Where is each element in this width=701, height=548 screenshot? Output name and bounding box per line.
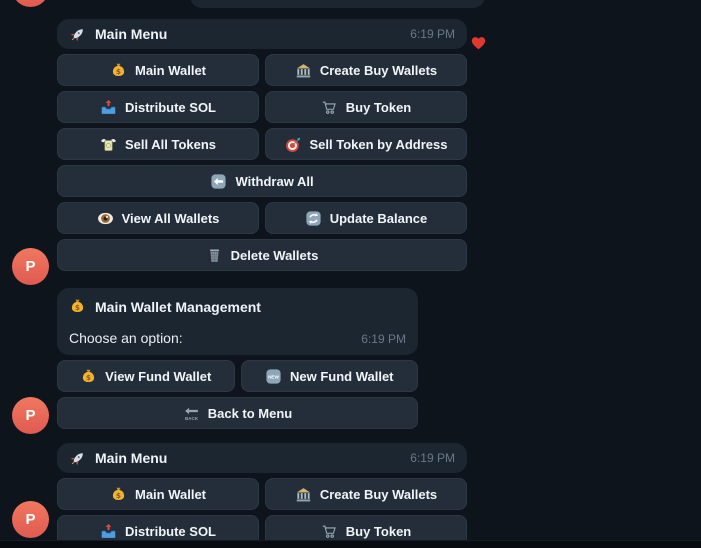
view-fund-wallet-button[interactable]: View Fund Wallet <box>57 360 235 392</box>
button-label: Update Balance <box>329 210 428 226</box>
message-title: Main Menu <box>95 450 168 466</box>
create-buy-wallets-button[interactable]: Create Buy Wallets <box>265 54 467 86</box>
button-label: Buy Token <box>345 523 412 539</box>
inline-keyboard: Main Wallet Create Buy Wallets Distribut… <box>57 478 467 547</box>
button-label: Create Buy Wallets <box>319 486 438 502</box>
message-main-menu-2: Main Menu 6:19 PM Main Wallet Create Buy… <box>57 443 467 547</box>
red-heart-icon[interactable] <box>470 35 487 51</box>
avatar-letter: P <box>25 407 36 424</box>
new-badge-icon <box>265 368 282 385</box>
outbox-tray-icon <box>100 99 117 116</box>
button-label: Distribute SOL <box>124 99 216 115</box>
avatar[interactable]: P <box>12 501 49 538</box>
inline-keyboard: View Fund Wallet New Fund Wallet Back to… <box>57 360 418 429</box>
avatar[interactable]: P <box>12 248 49 285</box>
main-wallet-button[interactable]: Main Wallet <box>57 54 259 86</box>
shopping-cart-icon <box>321 99 338 116</box>
avatar[interactable]: P <box>12 0 49 7</box>
money-bag-icon <box>110 486 127 503</box>
rocket-icon <box>69 26 86 43</box>
inline-keyboard: Main Wallet Create Buy Wallets Distribut… <box>57 54 467 271</box>
message-title: Main Wallet Management <box>95 298 261 315</box>
distribute-sol-button[interactable]: Distribute SOL <box>57 91 259 123</box>
button-label: Sell Token by Address <box>309 136 448 152</box>
withdraw-all-button[interactable]: Withdraw All <box>57 165 467 197</box>
money-bag-icon <box>80 368 97 385</box>
sell-token-by-address-button[interactable]: Sell Token by Address <box>265 128 467 160</box>
button-label: Buy Token <box>345 99 412 115</box>
dart-target-icon <box>285 136 302 153</box>
button-label: View All Wallets <box>121 210 220 226</box>
message-bubble: Main Menu 6:19 PM <box>57 443 467 473</box>
outbox-tray-icon <box>100 523 117 540</box>
button-label: Main Wallet <box>134 486 207 502</box>
main-wallet-button[interactable]: Main Wallet <box>57 478 259 510</box>
button-label: Sell All Tokens <box>124 136 217 152</box>
bank-icon <box>295 486 312 503</box>
button-label: View Fund Wallet <box>105 368 212 384</box>
message-time: 6:19 PM <box>361 332 406 346</box>
button-label: Back to Menu <box>207 405 293 421</box>
previous-message-remnant <box>190 0 485 8</box>
button-label: New Fund Wallet <box>289 368 394 384</box>
message-time: 6:19 PM <box>410 451 455 465</box>
message-time: 6:19 PM <box>410 27 455 41</box>
avatar-letter: P <box>25 258 36 275</box>
delete-wallets-button[interactable]: Delete Wallets <box>57 239 467 271</box>
left-arrow-icon <box>210 173 227 190</box>
message-bubble: Main Wallet Management Choose an option:… <box>57 288 418 355</box>
new-fund-wallet-button[interactable]: New Fund Wallet <box>240 360 418 392</box>
button-label: Delete Wallets <box>230 247 319 263</box>
money-with-wings-icon <box>100 136 117 153</box>
wastebasket-icon <box>206 247 223 264</box>
back-arrow-icon <box>183 405 200 422</box>
back-to-menu-button[interactable]: Back to Menu <box>57 397 418 429</box>
bottom-edge-strip <box>0 540 701 548</box>
sell-all-tokens-button[interactable]: Sell All Tokens <box>57 128 259 160</box>
message-subtitle: Choose an option: <box>69 330 183 346</box>
message-wallet-management: Main Wallet Management Choose an option:… <box>57 288 418 429</box>
button-label: Distribute SOL <box>124 523 216 539</box>
view-all-wallets-button[interactable]: View All Wallets <box>57 202 259 234</box>
button-label: Create Buy Wallets <box>319 62 438 78</box>
message-title: Main Menu <box>95 26 168 42</box>
message-main-menu-1: Main Menu 6:19 PM Main Wallet Create Buy… <box>57 19 467 271</box>
buy-token-button[interactable]: Buy Token <box>265 91 467 123</box>
avatar[interactable]: P <box>12 397 49 434</box>
money-bag-icon <box>69 298 86 315</box>
create-buy-wallets-button[interactable]: Create Buy Wallets <box>265 478 467 510</box>
eye-icon <box>97 210 114 227</box>
update-balance-button[interactable]: Update Balance <box>265 202 467 234</box>
shopping-cart-icon <box>321 523 338 540</box>
rocket-icon <box>69 450 86 467</box>
bank-icon <box>295 62 312 79</box>
refresh-icon <box>305 210 322 227</box>
avatar-letter: P <box>25 511 36 528</box>
button-label: Main Wallet <box>134 62 207 78</box>
money-bag-icon <box>110 62 127 79</box>
message-bubble: Main Menu 6:19 PM <box>57 19 467 49</box>
button-label: Withdraw All <box>235 173 314 189</box>
